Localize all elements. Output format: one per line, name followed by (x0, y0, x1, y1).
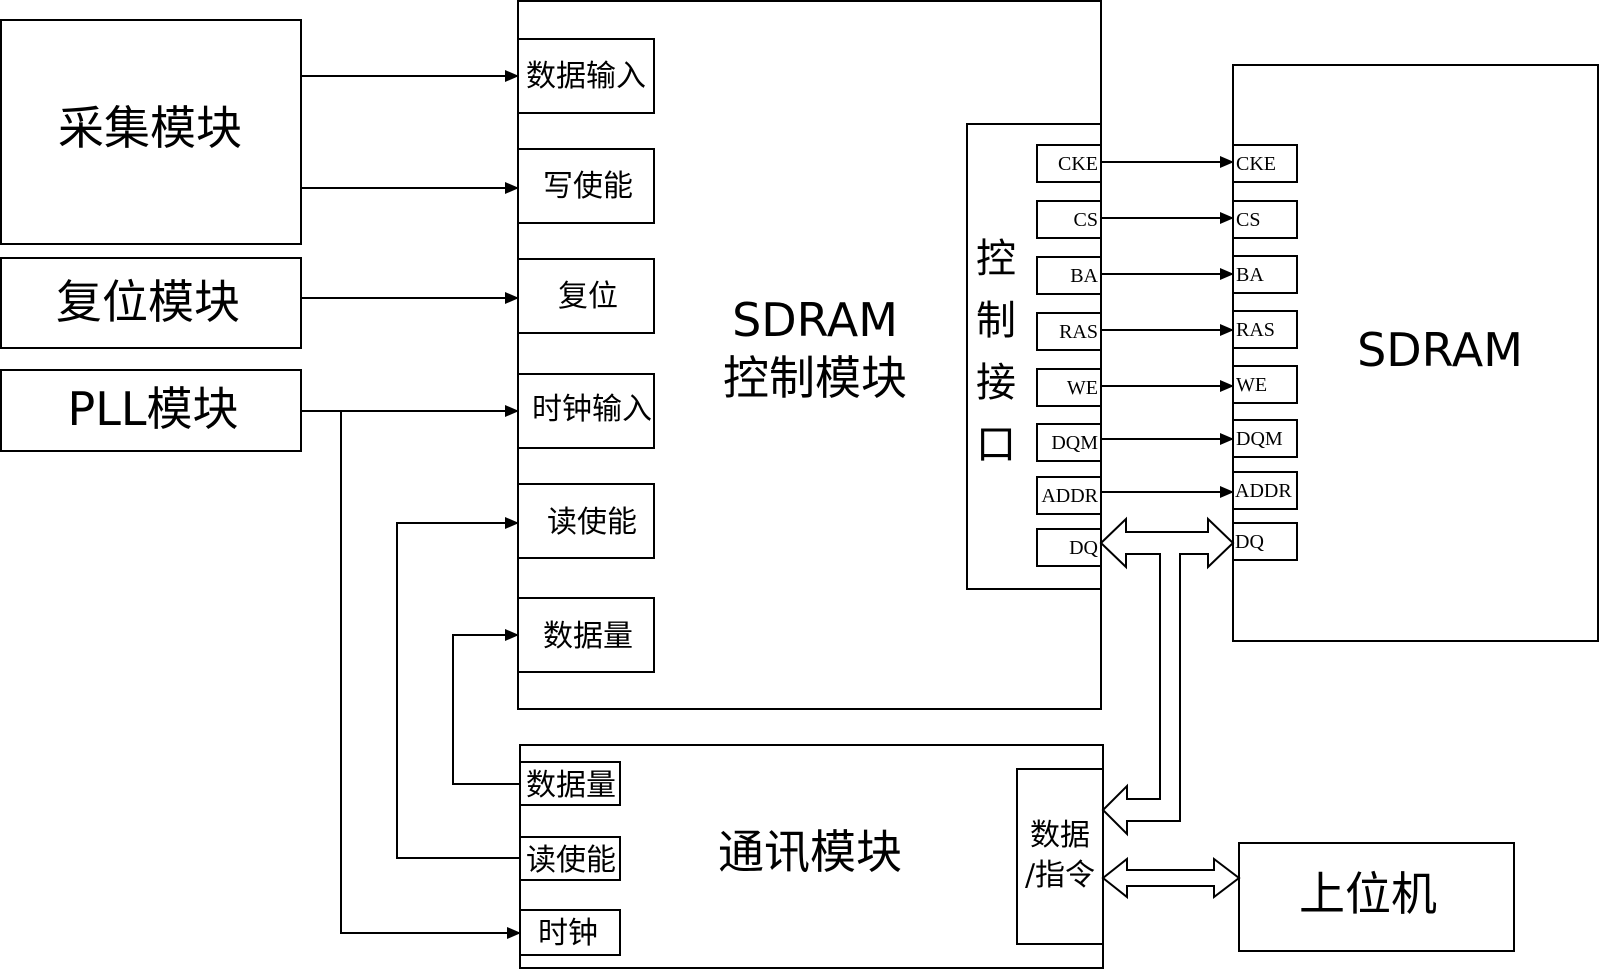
control-interface-char-1: 控 (976, 236, 1016, 282)
controller-title-line2: 控制模块 (723, 351, 907, 405)
comm-port-clock: 时钟 (519, 909, 621, 956)
host-computer-label: 上位机 (1299, 867, 1437, 921)
ctrl-signal-cke-label: CKE (1058, 153, 1098, 175)
control-interface-char-3: 接 (976, 360, 1016, 406)
sdram-signal-addr-label: ADDR (1235, 480, 1292, 502)
host-computer: 上位机 (1238, 842, 1515, 952)
sdram-signal-cs: CS (1232, 200, 1298, 239)
ctrl-signal-ras: RAS (1036, 312, 1102, 351)
arrow-pll-to-comm-clock (340, 411, 521, 939)
controller-title-line1: SDRAM (732, 293, 898, 347)
pll-module: PLL模块 (0, 369, 302, 452)
comm-data-cmd-line1: 数据 (1030, 818, 1090, 853)
sdram-signal-we-label: WE (1236, 374, 1267, 396)
sdram-signal-ba-label: BA (1236, 264, 1264, 286)
ctrl-signal-ba: BA (1036, 256, 1102, 295)
sdram-signal-dqm-label: DQM (1236, 428, 1283, 450)
ctrl-signal-addr-label: ADDR (1041, 485, 1098, 507)
dq-bus-arrow (1099, 516, 1235, 837)
ctrl-signal-dqm: DQM (1036, 423, 1102, 462)
sdram-signal-we: WE (1232, 365, 1298, 404)
sdram-chip-title: SDRAM (1357, 323, 1523, 377)
ctrl-signal-we-label: WE (1067, 377, 1098, 399)
sdram-signal-ras: RAS (1232, 310, 1298, 349)
port-data-in: 数据输入 (517, 38, 655, 114)
port-data-in-label: 数据输入 (526, 59, 646, 94)
ctrl-signal-dqm-label: DQM (1051, 432, 1098, 454)
host-bus-arrow (1101, 856, 1241, 900)
comm-port-data-amount-label: 数据量 (526, 768, 616, 803)
sdram-signal-ba: BA (1232, 255, 1298, 294)
arrow-comm-data-amount-to-controller (452, 629, 520, 785)
port-reset: 复位 (517, 258, 655, 334)
ctrl-signal-dq: DQ (1036, 528, 1102, 567)
comm-port-read-enable: 读使能 (519, 836, 621, 881)
comm-port-data-amount: 数据量 (519, 761, 621, 806)
pll-module-label: PLL模块 (68, 382, 239, 436)
ctrl-signal-ba-label: BA (1070, 265, 1098, 287)
connectors (301, 70, 1241, 939)
ctrl-signal-ras-label: RAS (1059, 321, 1098, 343)
acquisition-module-label: 采集模块 (58, 101, 242, 155)
arrow-comm-read-enable-to-controller (396, 517, 520, 859)
comm-data-cmd-line2: /指令 (1025, 858, 1095, 893)
control-interface-char-2: 制 (976, 298, 1016, 344)
ctrl-signal-we: WE (1036, 368, 1102, 407)
reset-module: 复位模块 (0, 257, 302, 349)
sdram-signal-cke: CKE (1232, 144, 1298, 183)
control-interface-char-4: 口 (976, 422, 1016, 468)
acquisition-module: 采集模块 (0, 19, 302, 245)
port-read-enable: 读使能 (517, 483, 655, 559)
port-write-enable-label: 写使能 (543, 169, 633, 204)
sdram-signal-addr: ADDR (1232, 471, 1298, 510)
ctrl-signal-dq-label: DQ (1069, 537, 1098, 559)
comm-data-cmd-port: 数据 /指令 (1016, 768, 1104, 945)
sdram-signal-cs-label: CS (1236, 209, 1260, 231)
ctrl-signal-cke: CKE (1036, 144, 1102, 183)
ctrl-signal-cs-label: CS (1074, 209, 1098, 231)
port-data-amount: 数据量 (517, 597, 655, 673)
comm-port-read-enable-label: 读使能 (526, 843, 616, 878)
port-reset-label: 复位 (558, 279, 618, 314)
sdram-signal-cke-label: CKE (1236, 153, 1276, 175)
sdram-signal-dq-label: DQ (1235, 531, 1264, 553)
reset-module-label: 复位模块 (56, 275, 240, 329)
comm-port-clock-label: 时钟 (538, 916, 598, 951)
port-write-enable: 写使能 (517, 148, 655, 224)
port-data-amount-label: 数据量 (543, 619, 633, 654)
sdram-signal-dqm: DQM (1232, 419, 1298, 458)
port-clock-in: 时钟输入 (517, 373, 655, 449)
ctrl-signal-cs: CS (1036, 200, 1102, 239)
ctrl-signal-addr: ADDR (1036, 476, 1102, 515)
sdram-signal-dq: DQ (1232, 522, 1298, 561)
sdram-signal-ras-label: RAS (1236, 319, 1275, 341)
port-read-enable-label: 读使能 (547, 505, 637, 540)
control-interface: 控 制 接 口 (966, 123, 1102, 590)
port-clock-in-label: 时钟输入 (532, 392, 652, 427)
comm-module-title: 通讯模块 (718, 825, 902, 879)
